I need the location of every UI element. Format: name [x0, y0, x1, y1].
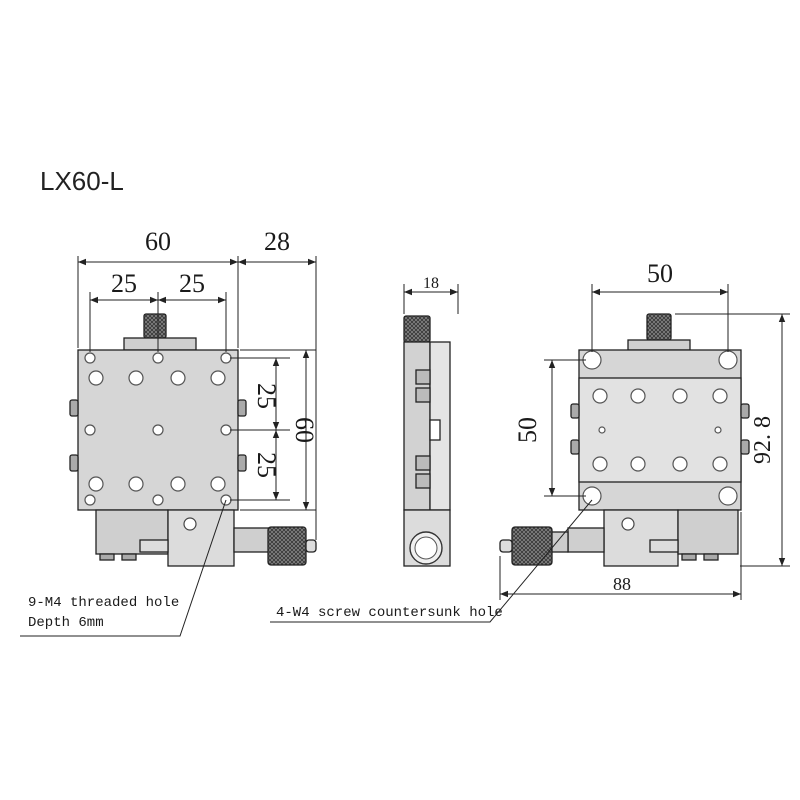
threaded-hole-note: 9-M4 threaded hole	[28, 595, 179, 611]
top-micrometer-knob-icon	[511, 526, 553, 566]
top-hole-spacing-v-dim: 50	[513, 417, 542, 443]
front-vert-lower-dim: 25	[252, 452, 281, 478]
knob-icon	[143, 313, 167, 339]
front-offset-dim: 28	[264, 227, 290, 256]
front-spacing-right-dim: 25	[179, 269, 205, 298]
threaded-depth-note: Depth 6mm	[28, 615, 104, 631]
front-view: 60 28 25 25 60 25 25	[69, 227, 319, 567]
front-width-dim: 60	[145, 227, 171, 256]
side-knob-icon	[403, 315, 431, 343]
micrometer-knob-icon	[267, 526, 307, 566]
side-view: 18	[403, 275, 459, 567]
front-vert-upper-dim: 25	[252, 383, 281, 409]
top-total-length-dim: 88	[613, 574, 631, 594]
front-spacing-left-dim: 25	[111, 269, 137, 298]
side-thickness-dim: 18	[423, 275, 439, 292]
top-hole-spacing-h-dim: 50	[647, 259, 673, 288]
top-view: 50 50 92. 8 88	[499, 259, 790, 600]
top-knob-icon	[646, 313, 672, 341]
top-total-height-dim: 92. 8	[750, 416, 776, 464]
front-height-dim: 60	[290, 417, 319, 443]
countersunk-note: 4-W4 screw countersunk hole	[276, 605, 503, 621]
drawing-title: LX60-L	[40, 166, 124, 196]
